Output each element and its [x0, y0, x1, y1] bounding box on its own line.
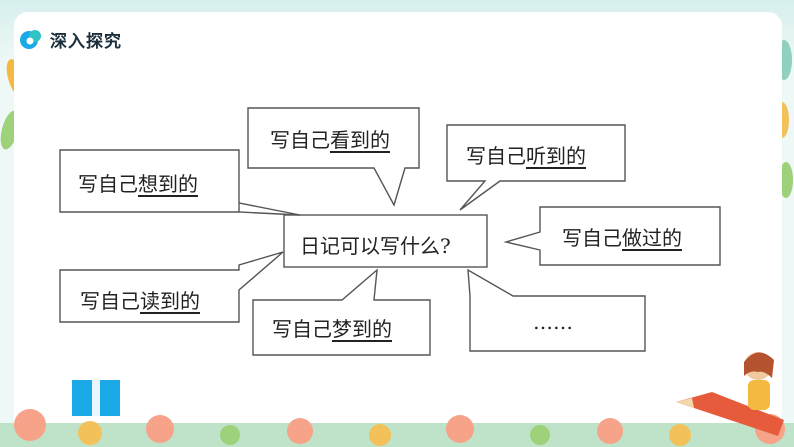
- node-seen: 写自己看到的: [270, 128, 390, 152]
- callout-heard: [446, 124, 626, 211]
- callout-more: [467, 268, 646, 352]
- node-more: ……: [533, 310, 573, 334]
- page-title: 深入探究: [50, 31, 122, 52]
- callout-dreamed: [252, 268, 431, 356]
- callout-seen: [247, 107, 420, 207]
- girl-on-pencil-illustration: [676, 352, 784, 436]
- logo-icon: [20, 30, 41, 49]
- center-box: [283, 214, 488, 268]
- header: 深入探究: [18, 22, 122, 56]
- node-read: 写自己读到的: [80, 289, 200, 313]
- callout-read: [59, 251, 284, 323]
- book-icon: [72, 380, 120, 416]
- flower-border-bottom: [0, 409, 794, 447]
- center-question: 日记可以写什么?: [300, 234, 451, 258]
- node-dreamed: 写自己梦到的: [272, 317, 392, 341]
- callout-done: [503, 206, 721, 266]
- node-done: 写自己做过的: [562, 226, 682, 250]
- callout-thought: [59, 149, 301, 216]
- node-thought: 写自己想到的: [78, 172, 198, 196]
- node-heard: 写自己听到的: [466, 144, 586, 168]
